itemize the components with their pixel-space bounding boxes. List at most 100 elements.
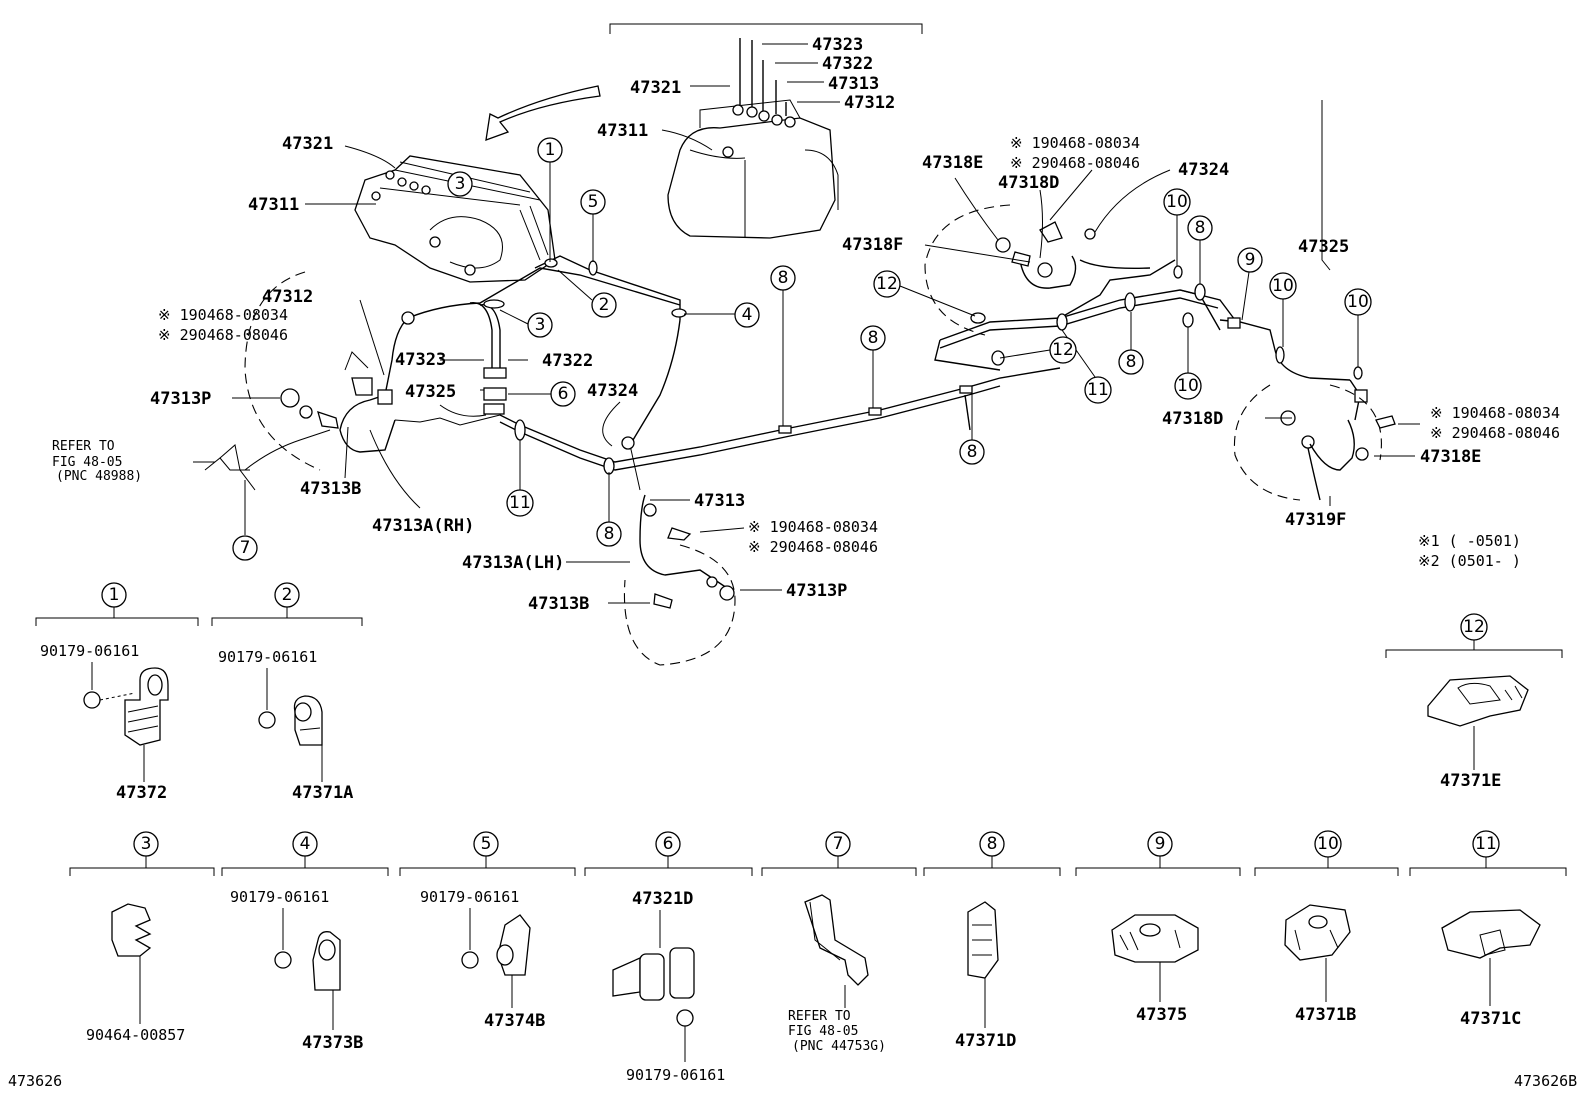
circled-3-main-b: 3 [535, 315, 546, 335]
detail-2-part-a: 90179-06161 [218, 648, 317, 666]
callout-47311-left: 47311 [248, 195, 299, 215]
detail-9-num: 9 [1155, 834, 1166, 854]
callout-47318f: 47318F [842, 235, 903, 255]
circled-8-main-a: 8 [604, 524, 615, 544]
callout-47318e-lower: 47318E [1420, 447, 1481, 467]
front-right-hose [244, 271, 373, 471]
circled-7-main: 7 [240, 538, 251, 558]
circled-1-main: 1 [545, 140, 556, 160]
callout-47325-left: 47325 [405, 382, 456, 402]
callout-47323-left: 47323 [395, 350, 446, 370]
detail-2: 2 90179-06161 47371A [211, 582, 363, 803]
callout-47324-left: 47324 [587, 381, 638, 401]
callout-47324-right: 47324 [1178, 160, 1229, 180]
detail-6-part-b: 90179-06161 [626, 1066, 725, 1084]
detail-2-num: 2 [282, 585, 293, 605]
note-ast1-d: ※ 190468-08034 [1430, 404, 1560, 422]
detail-12: 12 47371E [1385, 613, 1563, 791]
callout-47321-top: 47321 [630, 78, 681, 98]
callout-47313p-mid: 47313P [786, 581, 847, 601]
refer-note-2-line2: FIG 48-05 [788, 1024, 858, 1039]
detail-11: 11 47371C [1409, 830, 1567, 1029]
abs-actuator-inset: 47323 47322 47321 47313 47312 47311 [597, 23, 923, 239]
circled-9-main: 9 [1245, 250, 1256, 270]
detail-11-num: 11 [1475, 834, 1497, 854]
callout-47318d-lower: 47318D [1162, 409, 1223, 429]
detail-7-num: 7 [833, 834, 844, 854]
figure-code-right: 473626B [1514, 1072, 1577, 1090]
circled-11-main-a: 11 [509, 493, 531, 513]
callout-47313b-mid: 47313B [528, 594, 589, 614]
detail-3-num: 3 [141, 834, 152, 854]
detail-5-num: 5 [481, 834, 492, 854]
circled-12-main-b: 12 [1052, 340, 1074, 360]
note-ast1-a: ※ 190468-08034 [158, 306, 288, 324]
detail-11-part-a: 47371C [1460, 1009, 1521, 1029]
callout-47313b-left: 47313B [300, 479, 361, 499]
circled-12-main-a: 12 [876, 274, 898, 294]
detail-3-part-a: 90464-00857 [86, 1026, 185, 1044]
detail-6-part-a: 47321D [632, 889, 693, 909]
detail-12-part-a: 47371E [1440, 771, 1501, 791]
detail-5: 5 90179-06161 47374B [399, 831, 576, 1031]
callout-47318e-upper: 47318E [922, 153, 983, 173]
circled-5-main: 5 [588, 192, 599, 212]
detail-9-part-a: 47375 [1136, 1005, 1187, 1025]
detail-9: 9 47375 [1075, 831, 1241, 1025]
circled-6-main: 6 [558, 384, 569, 404]
circled-2-main: 2 [599, 295, 610, 315]
detail-8-num: 8 [987, 834, 998, 854]
callout-47323-top: 47323 [812, 35, 863, 55]
detail-5-part-b: 47374B [484, 1011, 545, 1031]
circled-10-main-d: 10 [1347, 292, 1369, 312]
legend-line-2: ※2 (0501- ) [1418, 552, 1521, 570]
callout-47312-top: 47312 [844, 93, 895, 113]
detail-3: 3 90464-00857 [69, 831, 215, 1044]
circled-10-main-b: 10 [1272, 276, 1294, 296]
brake-tube-lines [204, 255, 1361, 591]
circled-10-main-c: 10 [1177, 376, 1199, 396]
callout-47311-top: 47311 [597, 121, 648, 141]
figure-code-left: 473626 [8, 1072, 62, 1090]
detail-4-part-b: 47373B [302, 1033, 363, 1053]
detail-12-num: 12 [1463, 617, 1485, 637]
circled-3-main-a: 3 [455, 174, 466, 194]
front-left-hose [623, 527, 736, 666]
detail-10-part-a: 47371B [1295, 1005, 1356, 1025]
main-callout-circles: 1 2 3 3 4 5 6 7 8 8 8 8 8 8 9 [232, 137, 1372, 561]
callout-47322-left: 47322 [542, 351, 593, 371]
circled-8-main-d: 8 [967, 442, 978, 462]
callout-47318d-upper: 47318D [998, 173, 1059, 193]
circled-8-main-c: 8 [868, 328, 879, 348]
rear-upper-hose [924, 204, 1096, 336]
callout-47313a-rh: 47313A(RH) [372, 516, 474, 536]
detail-10-num: 10 [1317, 834, 1339, 854]
detail-2-part-b: 47371A [292, 783, 353, 803]
callout-47321-left: 47321 [282, 134, 333, 154]
detail-6: 6 47321D 90179-06161 [584, 831, 753, 1084]
refer-note-1-line2: FIG 48-05 [52, 455, 122, 470]
callout-47313p-left: 47313P [150, 389, 211, 409]
detail-4-num: 4 [300, 834, 311, 854]
callout-47322-top: 47322 [822, 54, 873, 74]
detail-5-part-a: 90179-06161 [420, 888, 519, 906]
detail-1-num: 1 [109, 585, 120, 605]
note-ast2-b: ※ 290468-08046 [748, 538, 878, 556]
detail-8-part-a: 47371D [955, 1031, 1016, 1051]
circled-11-main-b: 11 [1087, 380, 1109, 400]
callout-47325-right: 47325 [1298, 237, 1349, 257]
detail-4-part-a: 90179-06161 [230, 888, 329, 906]
circled-8-main-b: 8 [778, 268, 789, 288]
note-ast2-c: ※ 290468-08046 [1010, 154, 1140, 172]
rear-lower-hose [1233, 384, 1396, 501]
callout-47313a-lh: 47313A(LH) [462, 553, 564, 573]
callout-47319f: 47319F [1285, 510, 1346, 530]
detail-4: 4 90179-06161 47373B [221, 831, 389, 1053]
legend-line-1: ※1 ( -0501) [1418, 532, 1521, 550]
circled-8-main-e: 8 [1126, 352, 1137, 372]
callout-47312-left: 47312 [262, 287, 313, 307]
detail-1-part-b: 47372 [116, 783, 167, 803]
note-ast2-a: ※ 290468-08046 [158, 326, 288, 344]
